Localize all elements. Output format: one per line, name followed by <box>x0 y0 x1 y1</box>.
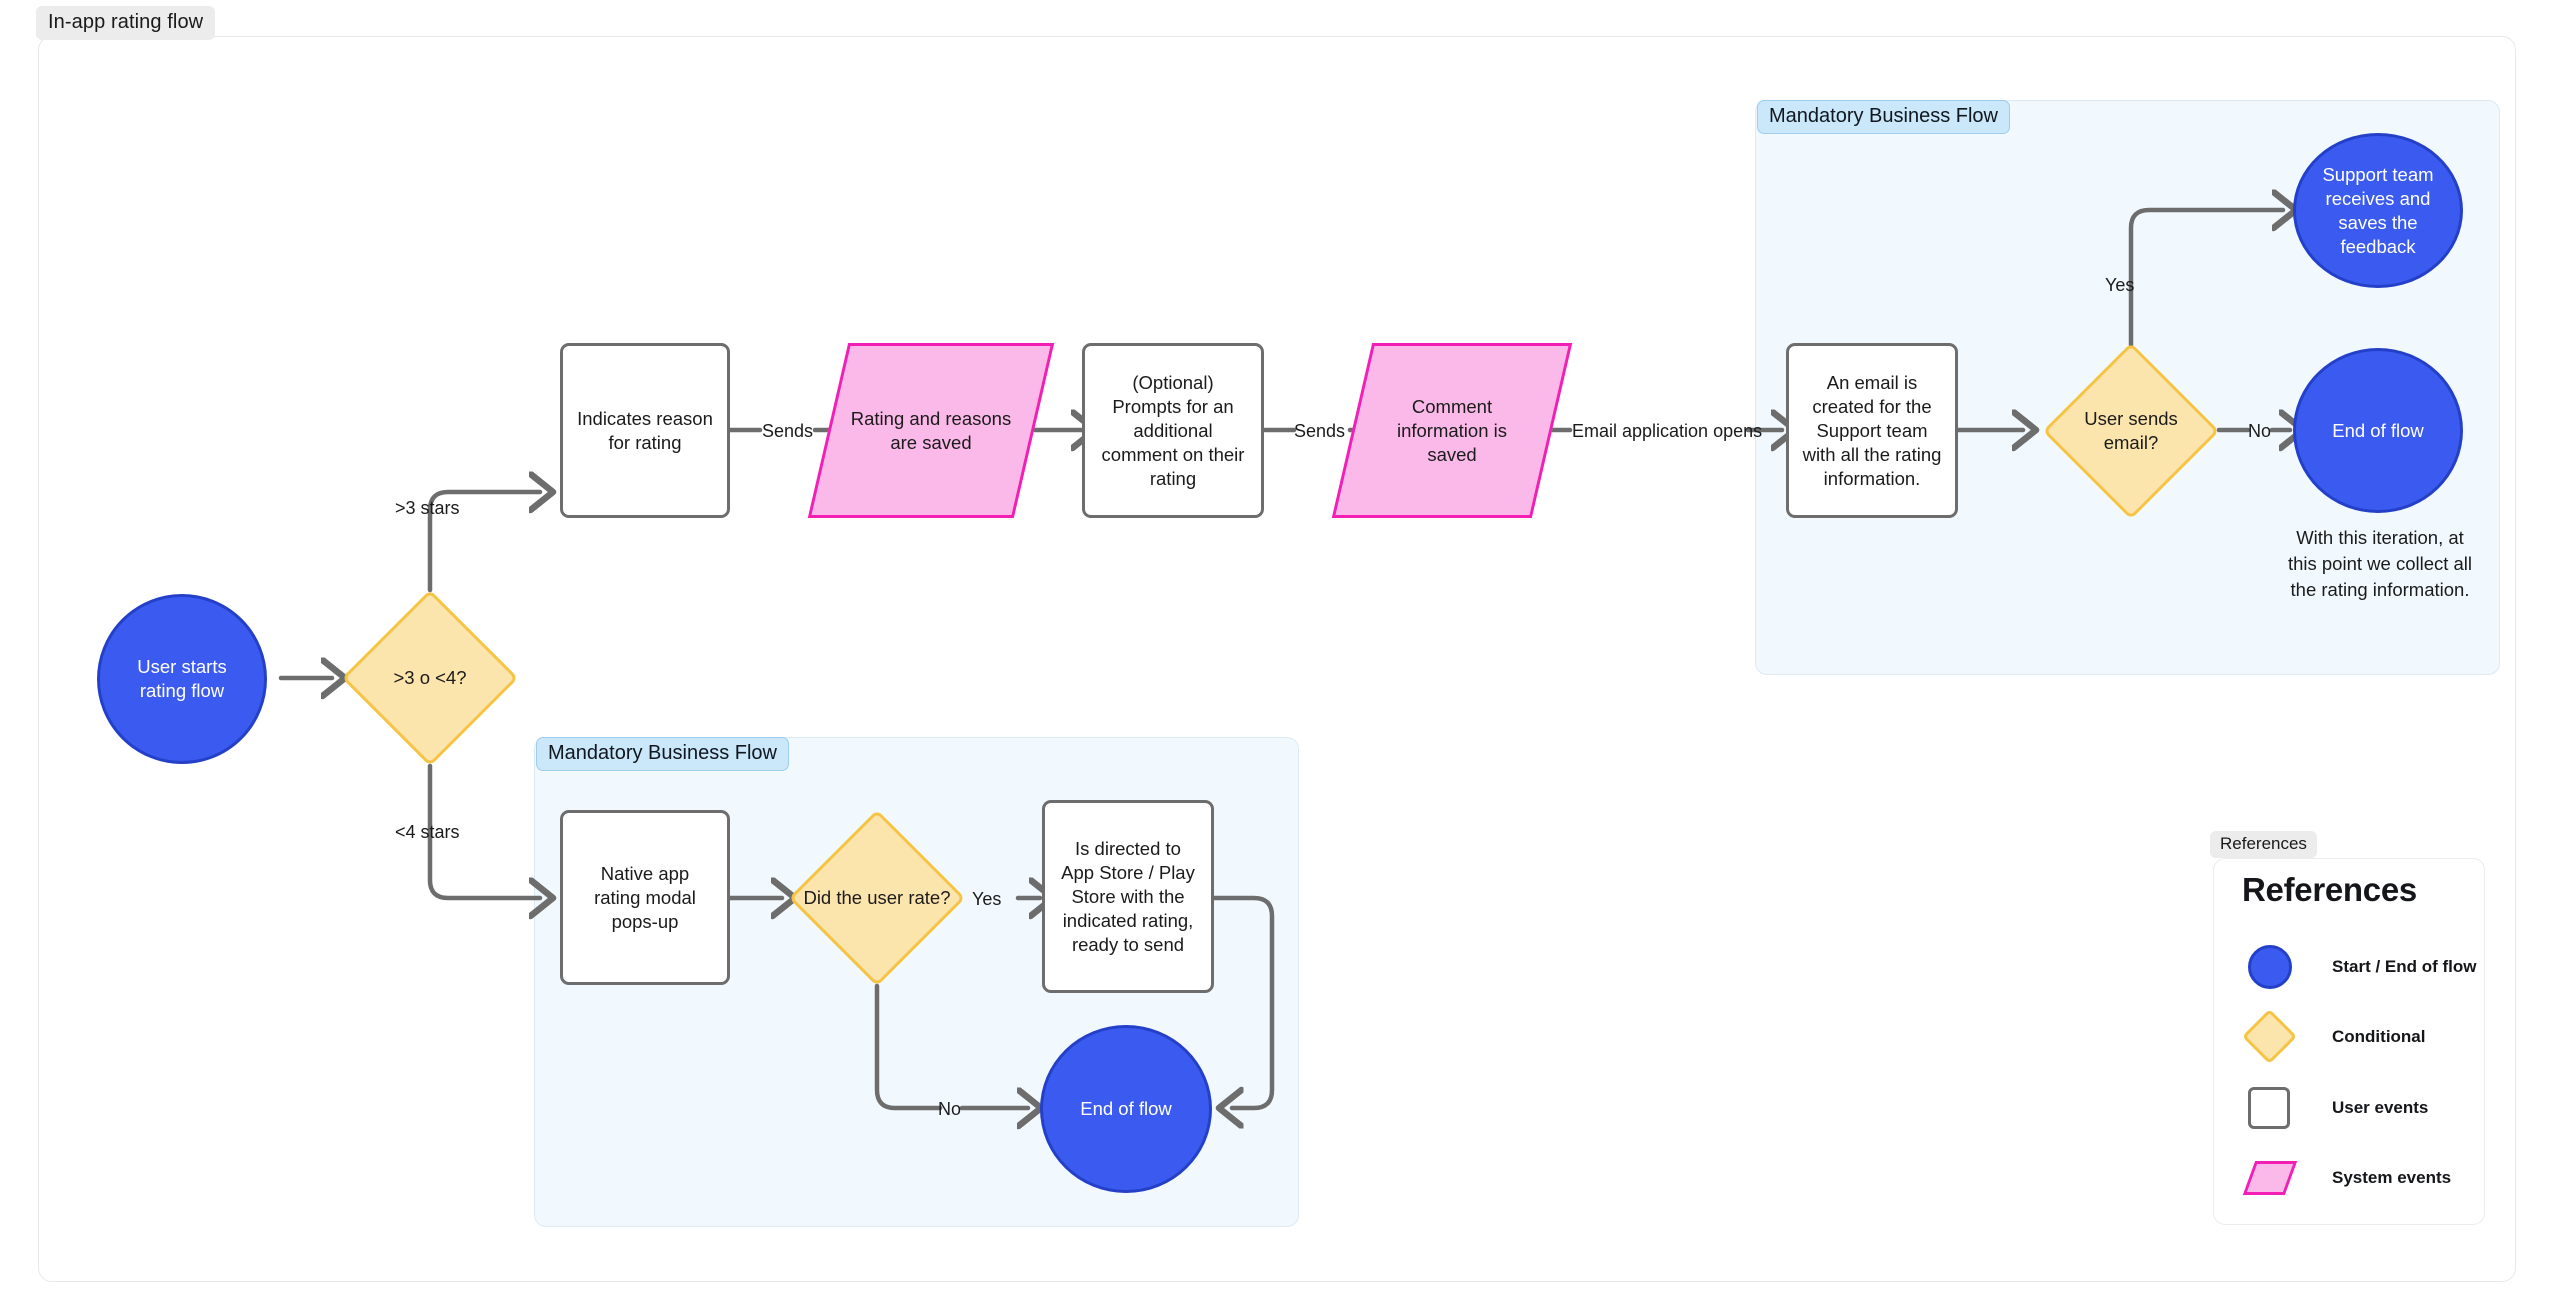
edge-label-yes-top: Yes <box>2105 275 2135 295</box>
edge-label-gt3-stars: >3 stars <box>395 498 460 518</box>
node-user-sends-email-label: User sends email? <box>2084 408 2178 453</box>
edge-label-lt4-stars: <4 stars <box>395 822 460 842</box>
node-rating-saved-label: Rating and reasons are saved <box>850 407 1012 453</box>
edge-label-sends-2: Sends <box>1294 421 1346 441</box>
node-comment-saved-label: Comment information is saved <box>1396 395 1507 465</box>
node-directed-store[interactable]: Is directed to App Store / Play Store wi… <box>1042 800 1214 993</box>
node-native-modal[interactable]: Native app rating modal pops-up <box>560 810 730 985</box>
group-right-label: Mandatory Business Flow <box>1757 100 2010 134</box>
legend-item-user-events-label: User events <box>2332 1098 2429 1117</box>
node-optional-prompt[interactable]: (Optional) Prompts for an additional com… <box>1082 343 1264 518</box>
legend-item-conditional: Conditional <box>2241 1008 2426 1065</box>
legend-item-start-end-label: Start / End of flow <box>2332 957 2477 976</box>
node-native-modal-label: Native app rating modal pops-up <box>594 862 696 932</box>
node-support-team-label: Support team receives and saves the feed… <box>2322 163 2434 257</box>
legend-item-start-end: Start / End of flow <box>2244 945 2477 989</box>
edge-label-yes-bottom: Yes <box>972 889 1002 909</box>
system-event-icon <box>2242 1156 2298 1200</box>
node-indicates-reason[interactable]: Indicates reason for rating <box>560 343 730 518</box>
node-did-user-rate[interactable]: Did the user rate? <box>788 809 966 987</box>
node-directed-store-label: Is directed to App Store / Play Store wi… <box>1061 837 1195 955</box>
user-event-icon <box>2244 1086 2298 1130</box>
legend-title: References <box>2242 871 2417 908</box>
note-right-iteration: With this iteration, at this point we co… <box>2287 527 2473 600</box>
node-start-label: User starts rating flow <box>137 656 227 701</box>
node-rating-decision[interactable]: >3 o <4? <box>341 589 519 767</box>
edge-label-email-app-opens: Email application opens <box>1572 421 1763 441</box>
node-optional-prompt-label: (Optional) Prompts for an additional com… <box>1101 371 1245 489</box>
node-start[interactable]: User starts rating flow <box>97 594 267 764</box>
start-end-icon <box>2244 945 2298 989</box>
node-user-sends-email[interactable]: User sends email? <box>2042 342 2220 520</box>
frame-title-tag: In-app rating flow <box>36 6 216 40</box>
node-email-created-label: An email is created for the Support team… <box>1802 371 1942 489</box>
group-bottom-label: Mandatory Business Flow <box>536 737 789 771</box>
node-indicates-reason-label: Indicates reason for rating <box>577 407 713 453</box>
legend-item-conditional-label: Conditional <box>2332 1027 2426 1046</box>
legend-item-system-events: System events <box>2242 1156 2452 1200</box>
node-end-of-flow-right[interactable]: End of flow <box>2293 348 2463 513</box>
node-did-user-rate-label: Did the user rate? <box>803 887 951 908</box>
node-rating-saved[interactable]: Rating and reasons are saved <box>807 343 1055 518</box>
edge-label-no-bottom: No <box>938 1099 962 1119</box>
edge-label-sends-1: Sends <box>762 421 814 441</box>
legend-panel: References References Start / End of flo… <box>2210 831 2485 1225</box>
edge-label-no-right: No <box>2248 421 2272 441</box>
node-rating-decision-label: >3 o <4? <box>393 667 467 688</box>
conditional-icon <box>2241 1008 2298 1065</box>
node-end-of-flow-bottom[interactable]: End of flow <box>1040 1025 1212 1193</box>
node-email-created[interactable]: An email is created for the Support team… <box>1786 343 1958 518</box>
legend-item-user-events: User events <box>2244 1086 2428 1130</box>
node-support-team[interactable]: Support team receives and saves the feed… <box>2293 133 2463 288</box>
legend-tag: References <box>2210 831 2317 858</box>
node-comment-saved[interactable]: Comment information is saved <box>1331 343 1573 518</box>
node-end-of-flow-right-label: End of flow <box>2332 419 2424 441</box>
legend-item-system-events-label: System events <box>2332 1168 2452 1187</box>
node-end-of-flow-bottom-label: End of flow <box>1080 1098 1172 1119</box>
